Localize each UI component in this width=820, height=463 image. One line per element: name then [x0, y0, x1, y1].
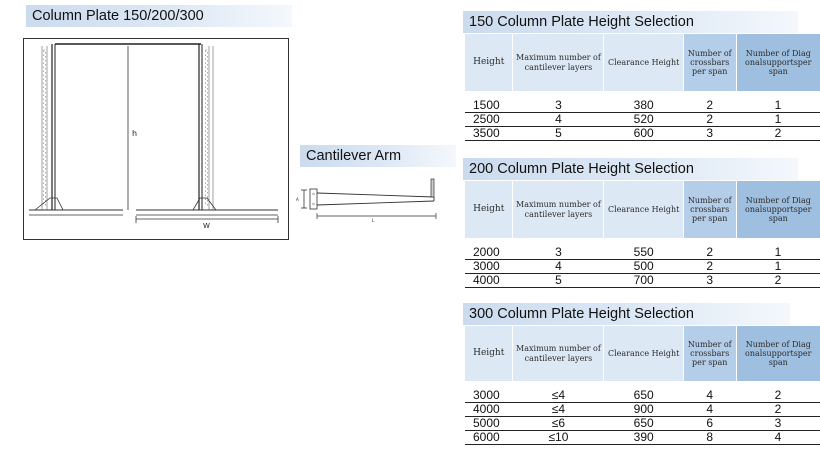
arm-a-label: A	[296, 197, 299, 202]
header-clearance: Clearance Height	[603, 34, 684, 91]
cell-height: 2500	[465, 112, 513, 127]
cantilever-arm-title: Cantilever Arm	[300, 145, 456, 167]
table-200: Height Maximum number of cantilever laye…	[465, 181, 820, 288]
cell-height: 3000	[465, 389, 513, 403]
cell-max-layers: 4	[512, 259, 604, 274]
header-diagonal: Number of Diag onalsupportsper span	[736, 34, 820, 91]
cell-crossbars: 2	[683, 246, 737, 260]
table-150: Height Maximum number of cantilever laye…	[465, 34, 820, 141]
table-300-title: 300 Column Plate Height Selection	[463, 303, 790, 325]
cell-crossbars: 3	[683, 273, 737, 288]
header-diagonal: Number of Diag onalsupportsper span	[736, 181, 820, 238]
table-row: 1500 3 380 2 1	[465, 99, 820, 113]
cell-diagonal: 1	[736, 246, 820, 260]
header-clearance: Clearance Height	[603, 326, 684, 381]
cell-height: 4000	[465, 273, 513, 288]
cell-crossbars: 2	[683, 112, 737, 127]
header-max-layers: Maximum number of cantilever layers	[512, 34, 605, 91]
header-height: Height	[465, 34, 514, 91]
cell-max-layers: ≤10	[512, 430, 604, 445]
cell-diagonal: 2	[736, 402, 820, 417]
cell-clearance: 550	[603, 246, 684, 260]
cell-crossbars: 4	[683, 389, 737, 403]
cell-max-layers: 5	[512, 273, 604, 288]
header-height: Height	[465, 326, 514, 381]
table-row: 3500 5 600 3 2	[465, 126, 820, 141]
table-row: 2500 4 520 2 1	[465, 112, 820, 127]
cell-diagonal: 2	[736, 273, 820, 288]
header-diagonal: Number of Diag onalsupportsper span	[736, 326, 820, 381]
table-150-title: 150 Column Plate Height Selection	[463, 11, 798, 33]
cell-height: 6000	[465, 430, 513, 445]
header-clearance: Clearance Height	[603, 181, 684, 238]
cell-crossbars: 6	[683, 416, 737, 431]
column-plate-title: Column Plate 150/200/300	[26, 5, 292, 27]
cell-diagonal: 1	[736, 112, 820, 127]
table-row: 5000 ≤6 650 6 3	[465, 416, 820, 431]
cell-crossbars: 2	[683, 99, 737, 113]
table-200-title: 200 Column Plate Height Selection	[463, 158, 798, 180]
table-300: Height Maximum number of cantilever laye…	[465, 326, 820, 445]
header-crossbars: Number of crossbars per span	[683, 326, 737, 381]
cell-diagonal: 1	[736, 99, 820, 113]
cell-max-layers: 3	[512, 246, 604, 260]
cell-crossbars: 8	[683, 430, 737, 445]
cell-max-layers: 3	[512, 99, 604, 113]
cell-crossbars: 2	[683, 259, 737, 274]
table-row: 3000 ≤4 650 4 2	[465, 389, 820, 403]
cell-clearance: 500	[603, 259, 684, 274]
cell-diagonal: 4	[736, 430, 820, 445]
header-max-layers: Maximum number of cantilever layers	[512, 326, 605, 381]
cell-max-layers: ≤4	[512, 402, 604, 417]
table-row: 4000 ≤4 900 4 2	[465, 402, 820, 417]
cell-clearance: 380	[603, 99, 684, 113]
cell-clearance: 650	[603, 416, 684, 431]
cell-max-layers: ≤4	[512, 389, 604, 403]
cell-clearance: 900	[603, 402, 684, 417]
cell-diagonal: 3	[736, 416, 820, 431]
cell-clearance: 600	[603, 126, 684, 141]
cell-height: 3500	[465, 126, 513, 141]
width-dim-label: W	[203, 222, 210, 230]
header-crossbars: Number of crossbars per span	[683, 34, 737, 91]
cell-height: 2000	[465, 246, 513, 260]
table-row: 6000 ≤10 390 8 4	[465, 430, 820, 445]
cell-crossbars: 4	[683, 402, 737, 417]
cell-diagonal: 2	[736, 389, 820, 403]
cell-max-layers: ≤6	[512, 416, 604, 431]
column-plate-drawing: h W	[23, 38, 289, 240]
cell-clearance: 650	[603, 389, 684, 403]
cell-height: 4000	[465, 402, 513, 417]
cell-diagonal: 2	[736, 126, 820, 141]
arm-l-label: L	[372, 218, 375, 223]
header-max-layers: Maximum number of cantilever layers	[512, 181, 605, 238]
table-row: 3000 4 500 2 1	[465, 259, 820, 274]
cell-height: 3000	[465, 259, 513, 274]
cell-clearance: 700	[603, 273, 684, 288]
cell-height: 5000	[465, 416, 513, 431]
cell-clearance: 390	[603, 430, 684, 445]
cell-height: 1500	[465, 99, 513, 113]
cantilever-arm-drawing: A L	[296, 178, 437, 223]
table-row: 4000 5 700 3 2	[465, 273, 820, 288]
cell-diagonal: 1	[736, 259, 820, 274]
cell-crossbars: 3	[683, 126, 737, 141]
height-dim-label: h	[132, 129, 137, 138]
header-height: Height	[465, 181, 514, 238]
header-crossbars: Number of crossbars per span	[683, 181, 737, 238]
cell-max-layers: 5	[512, 126, 604, 141]
cell-max-layers: 4	[512, 112, 604, 127]
table-row: 2000 3 550 2 1	[465, 246, 820, 260]
cell-clearance: 520	[603, 112, 684, 127]
